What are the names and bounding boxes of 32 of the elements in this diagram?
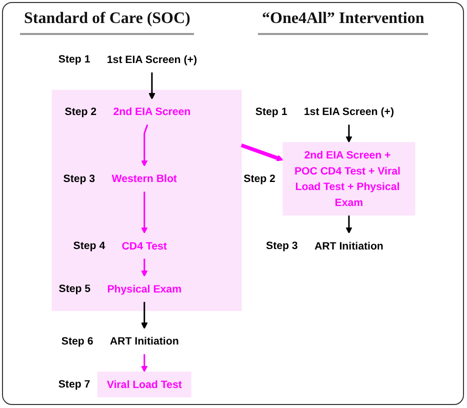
step-label: Step 1 [58, 54, 90, 66]
cluster [52, 90, 242, 311]
step-label: Step 4 [73, 240, 106, 252]
step-label: Step 2 [244, 172, 276, 185]
step-label: Step 5 [58, 283, 91, 296]
step-label: Step 2 [64, 106, 97, 118]
node-text: Physical Exam [107, 282, 182, 295]
node-text: 1st EIA Screen (+) [304, 105, 394, 118]
node-text: 2nd EIA Screen [113, 105, 191, 118]
step-label: Step 3 [266, 240, 298, 252]
arrow [240, 143, 284, 162]
node-text: CD4 Test [122, 239, 167, 252]
arrow [141, 354, 148, 372]
step-label: Step 3 [63, 172, 96, 185]
step-label: Step 7 [58, 378, 90, 390]
step-label: Step 6 [61, 335, 94, 348]
node-text: Western Blot [112, 172, 177, 185]
column-heading: “One4All” Intervention [258, 10, 428, 35]
node-text: ART Initiation [110, 334, 179, 347]
arrow [141, 191, 148, 234]
arrow [148, 72, 156, 100]
arrow [346, 215, 352, 234]
arrow [346, 124, 352, 143]
arrow [141, 258, 148, 277]
node-box: Viral Load Test [97, 372, 192, 398]
arrow [141, 302, 148, 330]
step-label: Step 1 [255, 106, 288, 118]
arrow [141, 124, 148, 167]
node-box: 2nd EIA Screen + POC CD4 Test + Viral Load Test + Physical Exam [282, 142, 416, 216]
node-text: ART Initiation [314, 239, 384, 252]
node-text: 1st EIA Screen (+) [106, 53, 197, 66]
column-heading: Standard of Care (SOC) [20, 10, 194, 35]
